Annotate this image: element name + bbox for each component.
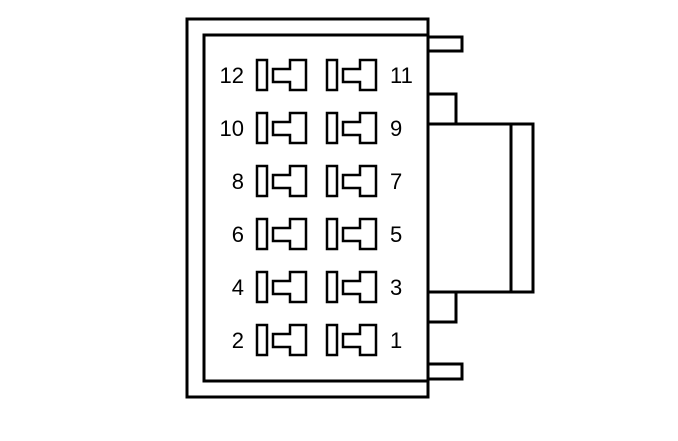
- terminal-cavity: [325, 217, 378, 251]
- pin-label-left: 4: [232, 275, 244, 300]
- terminal-cavity: [255, 58, 308, 92]
- pin-label-left: 6: [232, 222, 244, 247]
- pin-label-right: 3: [390, 275, 402, 300]
- pin-label-left: 2: [232, 328, 244, 353]
- locking-body: [426, 122, 535, 294]
- pin-label-right: 1: [390, 328, 402, 353]
- connector-housing-outer: [185, 17, 430, 399]
- pin-label-left: 12: [220, 63, 244, 88]
- upper-step: [428, 92, 458, 124]
- lower-step: [428, 292, 458, 324]
- top-latch-tab: [428, 35, 464, 53]
- terminal-cavity: [325, 323, 378, 357]
- pin-label-right: 5: [390, 222, 402, 247]
- pin-label-right: 9: [390, 116, 402, 141]
- terminal-cavity: [325, 270, 378, 304]
- pin-label-right: 7: [390, 169, 402, 194]
- terminal-cavity: [255, 111, 308, 145]
- terminal-cavity: [255, 323, 308, 357]
- terminal-cavity: [325, 111, 378, 145]
- pin-label-right: 11: [390, 63, 413, 88]
- terminal-cavity: [255, 164, 308, 198]
- bottom-latch-tab: [428, 362, 464, 381]
- terminal-cavity: [255, 217, 308, 251]
- pin-label-left: 8: [232, 169, 244, 194]
- terminal-cavity: [325, 164, 378, 198]
- terminal-cavity: [325, 58, 378, 92]
- pin-label-left: 10: [220, 116, 244, 141]
- terminal-cavity: [255, 270, 308, 304]
